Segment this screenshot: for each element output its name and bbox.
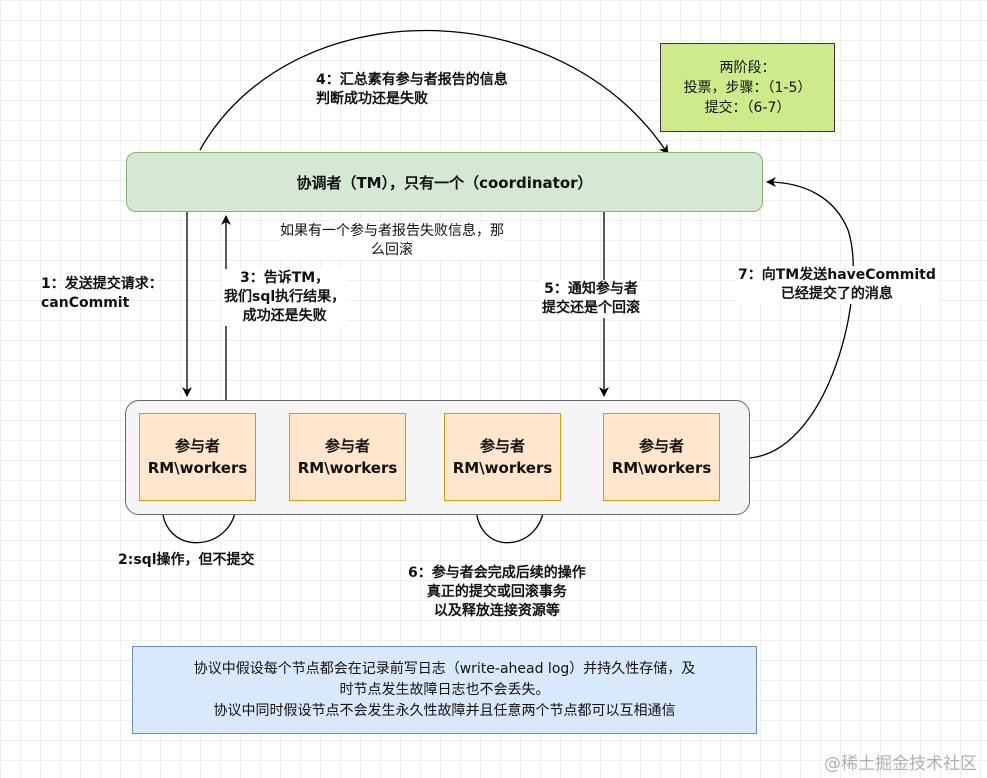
participant-node: 参与者 RM\workers xyxy=(139,413,256,501)
step7-line: 7：向TM发送haveCommitd xyxy=(738,267,936,283)
step3-line: 我们sql执行结果， xyxy=(224,289,346,305)
step4-line: 4：汇总素有参与者报告的信息 xyxy=(316,72,508,88)
participant-node: 参与者 RM\workers xyxy=(603,413,720,501)
step4-line: 判断成功还是失败 xyxy=(316,91,428,107)
phase-note-line: 两阶段： xyxy=(719,59,776,76)
step3-label: 3：告诉TM， 我们sql执行结果， 成功还是失败 xyxy=(222,269,348,326)
step1-label: 1：发送提交请求： canCommit xyxy=(41,275,163,313)
assumptions-line: 时节点发生故障日志也不会丢失。 xyxy=(339,681,550,698)
assumptions-note: 协议中假设每个节点都会在记录前写日志（write-ahead log）并持久性存… xyxy=(132,646,757,734)
step1-line: canCommit xyxy=(41,295,130,311)
step5-label: 5：通知参与者 提交还是个回滚 xyxy=(540,280,642,318)
arrow-step4-arc xyxy=(199,29,669,155)
step5-line: 提交还是个回滚 xyxy=(542,300,640,316)
step6-label: 6：参与者会完成后续的操作 真正的提交或回滚事务 以及释放连接资源等 xyxy=(408,564,586,621)
participant-title: 参与者 xyxy=(324,437,370,455)
step2-label: 2:sql操作，但不提交 xyxy=(118,551,255,570)
arrow-step2-loop xyxy=(161,501,241,544)
participant-subtitle: RM\workers xyxy=(611,459,712,477)
step4-label: 4：汇总素有参与者报告的信息 判断成功还是失败 xyxy=(316,71,508,109)
phase-note: 两阶段： 投票，步骤：（1-5） 提交：（6-7） xyxy=(660,43,835,132)
step6-line: 6：参与者会完成后续的操作 xyxy=(408,565,586,581)
step5-line: 5：通知参与者 xyxy=(544,281,638,297)
arrow-step6-loop xyxy=(475,501,549,544)
step6-line: 真正的提交或回滚事务 xyxy=(426,584,567,600)
step1-line: 1：发送提交请求： xyxy=(41,276,163,292)
assumptions-line: 协议中同时假设节点不会发生永久性故障并且任意两个节点都可以互相通信 xyxy=(213,702,676,719)
participant-node: 参与者 RM\workers xyxy=(289,413,406,501)
coordinator-label: 协调者（TM），只有一个（coordinator） xyxy=(296,173,593,192)
failure-note: 如果有一个参与者报告失败信息，那 么回滚 xyxy=(280,222,504,260)
participant-title: 参与者 xyxy=(638,437,684,455)
participant-subtitle: RM\workers xyxy=(147,459,248,477)
step7-label: 7：向TM发送haveCommitd 已经提交了的消息 xyxy=(736,266,938,304)
watermark: @稀土掘金技术社区 xyxy=(824,754,977,774)
coordinator-node: 协调者（TM），只有一个（coordinator） xyxy=(126,152,763,212)
failure-note-line: 么回滚 xyxy=(371,242,413,258)
assumptions-line: 协议中假设每个节点都会在记录前写日志（write-ahead log）并持久性存… xyxy=(193,660,696,677)
arrow-step7 xyxy=(749,177,854,459)
participant-subtitle: RM\workers xyxy=(452,459,553,477)
participant-subtitle: RM\workers xyxy=(297,459,398,477)
phase-note-line: 提交：（6-7） xyxy=(704,99,791,116)
step7-line: 已经提交了的消息 xyxy=(780,286,893,302)
participant-title: 参与者 xyxy=(479,437,525,455)
participant-title: 参与者 xyxy=(174,437,220,455)
step3-line: 3：告诉TM， xyxy=(239,270,330,286)
phase-note-line: 投票，步骤：（1-5） xyxy=(683,79,812,96)
step2-line: 2:sql操作，但不提交 xyxy=(118,552,255,568)
participant-node: 参与者 RM\workers xyxy=(444,413,561,501)
step6-line: 以及释放连接资源等 xyxy=(433,603,560,619)
failure-note-line: 如果有一个参与者报告失败信息，那 xyxy=(280,223,504,239)
step3-line: 成功还是失败 xyxy=(242,308,327,324)
